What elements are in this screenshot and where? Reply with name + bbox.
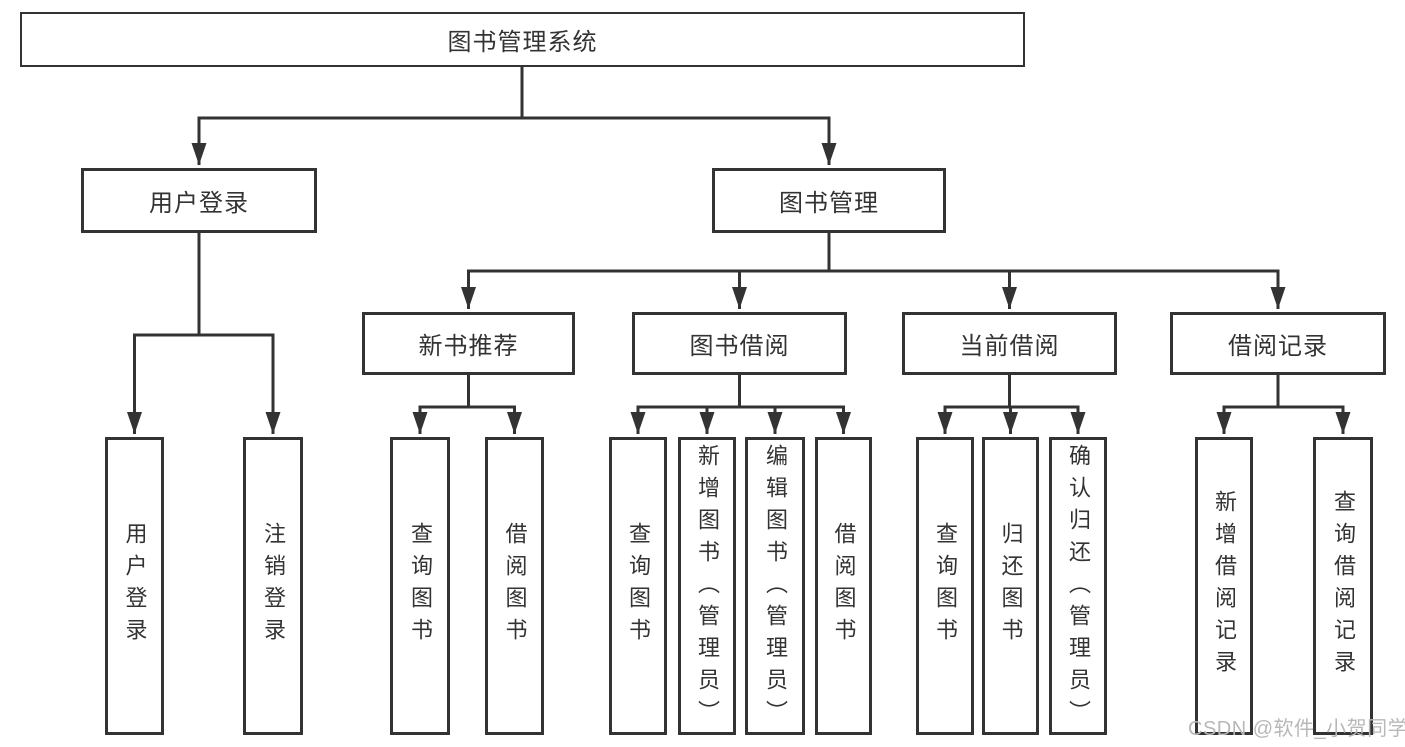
leaf-borrow-query-books: 查询图书 (609, 437, 667, 735)
leaf-recommend-borrow-books: 借阅图书 (485, 437, 544, 735)
leaf-edit-book-admin: 编辑图书（管理员） (745, 437, 805, 735)
leaf-logout: 注销登录 (243, 437, 303, 735)
leaf-recommend-query-books: 查询图书 (390, 437, 450, 735)
node-user-login: 用户登录 (81, 168, 317, 233)
leaf-return-books: 归还图书 (982, 437, 1039, 735)
node-library-system: 图书管理系统 (20, 12, 1025, 67)
leaf-confirm-return-admin: 确认归还（管理员） (1049, 437, 1107, 735)
leaf-query-borrow-record: 查询借阅记录 (1313, 437, 1373, 735)
node-book-borrowing: 图书借阅 (632, 312, 847, 375)
leaf-add-borrow-record: 新增借阅记录 (1195, 437, 1253, 735)
leaf-add-book-admin: 新增图书（管理员） (678, 437, 736, 735)
leaf-borrow-books: 借阅图书 (815, 437, 872, 735)
leaf-user-login: 用户登录 (105, 437, 164, 735)
leaf-current-query-books: 查询图书 (916, 437, 974, 735)
node-book-management: 图书管理 (712, 168, 946, 233)
watermark: CSDN @软件_小贺同学 (1188, 718, 1405, 740)
node-new-book-recommendation: 新书推荐 (362, 312, 575, 375)
node-borrowing-records: 借阅记录 (1170, 312, 1386, 375)
node-current-borrowing: 当前借阅 (902, 312, 1117, 375)
